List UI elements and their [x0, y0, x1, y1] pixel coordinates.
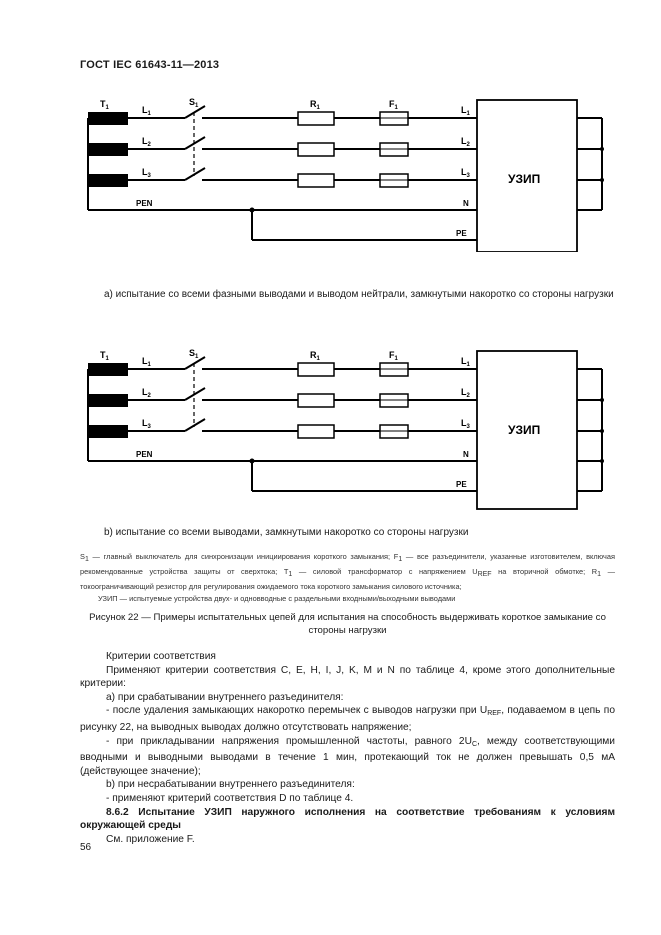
criteria-intro: Применяют критерии соответствия С, Е, Н,…: [80, 664, 615, 690]
body-text: Критерии соответствия Применяют критерии…: [80, 650, 615, 846]
document-header: ГОСТ IEC 61643-11—2013: [80, 59, 220, 71]
svg-text:L3: L3: [142, 167, 152, 179]
svg-text:F1: F1: [389, 99, 399, 111]
svg-text:F1: F1: [389, 350, 399, 362]
svg-text:N: N: [463, 450, 469, 459]
figure-b-caption: b) испытание со всеми выводами, замкнуты…: [104, 527, 469, 538]
page-number: 56: [80, 842, 92, 853]
svg-text:L2: L2: [142, 136, 152, 148]
svg-text:PEN: PEN: [136, 450, 153, 459]
item-b1: - применяют критерий соответствия D по т…: [106, 792, 354, 804]
section-heading: 8.6.2 Испытание УЗИП наружного исполнени…: [80, 806, 615, 832]
svg-text:L1: L1: [461, 105, 471, 117]
item-a-title: а) при срабатывании внутреннего разъедин…: [106, 691, 344, 703]
figure-a-caption: a) испытание со всеми фазными выводами и…: [104, 289, 614, 300]
circuit-diagram-a: T1 L1 L2 L3 S1 R1 F1 L1 L2 L3 PEN N PE У…: [80, 92, 620, 253]
svg-text:L1: L1: [142, 105, 152, 117]
circuit-diagram-b: T1 L1 L2 L3 S1 R1 F1 L1 L2 L3 PEN N PE У…: [80, 343, 620, 513]
svg-text:N: N: [463, 199, 469, 208]
legend-note: S1 — главный выключатель для синхронизац…: [80, 552, 615, 603]
svg-text:L1: L1: [461, 356, 471, 368]
item-a1: - после удаления замыкающих накоротко пе…: [80, 705, 615, 733]
svg-text:S1: S1: [189, 97, 199, 109]
svg-text:L3: L3: [461, 167, 471, 179]
svg-text:R1: R1: [310, 99, 321, 111]
see-annex: См. приложение F.: [106, 833, 195, 845]
svg-text:L3: L3: [461, 418, 471, 430]
criteria-title: Критерии соответствия: [106, 651, 216, 662]
svg-text:УЗИП: УЗИП: [508, 172, 540, 186]
svg-text:T1: T1: [100, 350, 110, 362]
item-a2: - при прикладывании напряжения промышлен…: [80, 735, 615, 777]
item-b-title: b) при несрабатывании внутреннего разъед…: [106, 779, 355, 791]
svg-text:PE: PE: [456, 229, 467, 238]
svg-text:L2: L2: [142, 387, 152, 399]
svg-text:УЗИП: УЗИП: [508, 423, 540, 437]
circuit-diagram-b-svg: T1 L1 L2 L3 S1 R1 F1 L1 L2 L3 PEN N PE У…: [87, 348, 604, 510]
svg-text:PEN: PEN: [136, 199, 153, 208]
svg-text:PE: PE: [456, 480, 467, 489]
svg-text:S1: S1: [189, 348, 199, 360]
svg-text:L3: L3: [142, 418, 152, 430]
figure-title: Рисунок 22 — Примеры испытательных цепей…: [89, 612, 606, 636]
svg-text:L2: L2: [461, 387, 471, 399]
circuit-diagram-a-svg: T1 L1 L2 L3 S1 R1 F1 L1 L2 L3 PEN N PE У…: [87, 97, 604, 253]
svg-text:R1: R1: [310, 350, 321, 362]
svg-text:L2: L2: [461, 136, 471, 148]
svg-text:L1: L1: [142, 356, 152, 368]
svg-text:T1: T1: [100, 99, 110, 111]
